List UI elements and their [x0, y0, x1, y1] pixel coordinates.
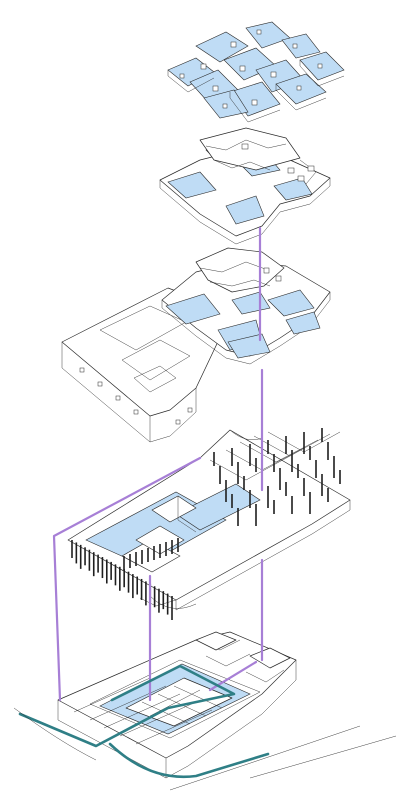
purple-path-west-core — [52, 456, 202, 702]
column-grid — [71, 428, 341, 620]
layer-upper-floor — [159, 127, 331, 245]
site-context — [13, 707, 397, 791]
circulation-paths — [18, 226, 270, 779]
layer-main-floor — [61, 247, 331, 443]
layer-roof — [167, 21, 345, 123]
teal-route-street — [108, 742, 270, 779]
teal-route-basement-loop — [18, 664, 236, 748]
layer-ground-level — [67, 428, 351, 620]
